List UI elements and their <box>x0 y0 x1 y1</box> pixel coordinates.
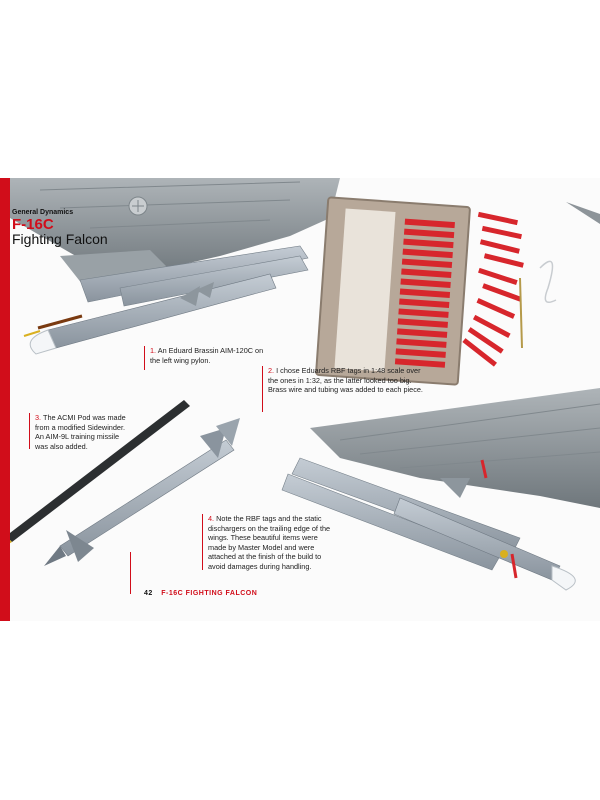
caption-1: 1. An Eduard Brassin AIM-120C on the lef… <box>150 346 270 365</box>
accent-sidebar <box>0 178 10 621</box>
model-title: F-16C <box>12 216 54 233</box>
caption-2-rule <box>262 366 263 412</box>
caption-1-rule <box>144 346 145 370</box>
column-divider <box>130 552 131 594</box>
photo-acmi-aim9 <box>2 400 240 566</box>
manufacturer-label: General Dynamics <box>12 209 74 216</box>
article-header: General Dynamics F-16C Fighting Falcon <box>12 209 152 247</box>
aircraft-name-title: Fighting Falcon <box>12 231 108 247</box>
caption-4: 4. Note the RBF tags and the static disc… <box>208 514 334 572</box>
caption-2: 2. I chose Eduards RBF tags in 1:48 scal… <box>268 366 426 395</box>
caption-2-text: I chose Eduards RBF tags in 1:48 scale o… <box>268 366 423 395</box>
caption-3-rule <box>29 413 30 449</box>
caption-3: 3. The ACMI Pod was made from a modified… <box>35 413 131 451</box>
page-number: 42 <box>144 590 153 597</box>
footer-title: F-16C FIGHTING FALCON <box>161 590 258 597</box>
photo-rbf-fret <box>315 196 600 386</box>
caption-1-text: An Eduard Brassin AIM-120C on the left w… <box>150 346 264 365</box>
caption-2-number: 2. <box>268 366 275 375</box>
photo-wing-stores <box>281 388 600 591</box>
caption-4-text: Note the RBF tags and the static dischar… <box>208 514 331 571</box>
caption-3-number: 3. <box>35 413 42 422</box>
magazine-spread: General Dynamics F-16C Fighting Falcon 1… <box>0 178 600 621</box>
caption-3-text: The ACMI Pod was made from a modified Si… <box>35 413 126 451</box>
caption-4-number: 4. <box>208 514 215 523</box>
photo-wing-aim120 <box>10 178 340 355</box>
caption-4-rule <box>202 514 203 570</box>
photo-collage <box>2 178 600 591</box>
page-footer: 42 F-16C FIGHTING FALCON <box>144 590 257 597</box>
caption-1-number: 1. <box>150 346 157 355</box>
